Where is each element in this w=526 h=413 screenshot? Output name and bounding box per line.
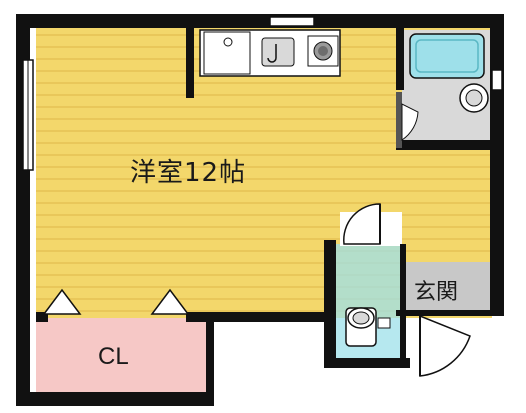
closet-floor bbox=[36, 318, 206, 398]
closet-door-right bbox=[150, 288, 190, 315]
entrance-label: 玄関 bbox=[414, 280, 459, 305]
vent-right bbox=[491, 69, 503, 91]
toilet-icon bbox=[345, 307, 391, 347]
bathroom-door bbox=[401, 103, 419, 141]
main-room-label: 洋室12帖 bbox=[130, 158, 247, 188]
entrance-floor bbox=[402, 262, 490, 314]
kitchen-counter bbox=[199, 29, 341, 77]
fridge-icon bbox=[223, 37, 233, 47]
window-top bbox=[269, 16, 315, 27]
entrance-door bbox=[419, 314, 471, 377]
closet-door-left bbox=[42, 288, 82, 315]
bathtub-icon bbox=[409, 33, 485, 79]
closet-label: CL bbox=[98, 343, 129, 370]
hall-door bbox=[343, 203, 381, 245]
sink-icon bbox=[261, 37, 295, 67]
